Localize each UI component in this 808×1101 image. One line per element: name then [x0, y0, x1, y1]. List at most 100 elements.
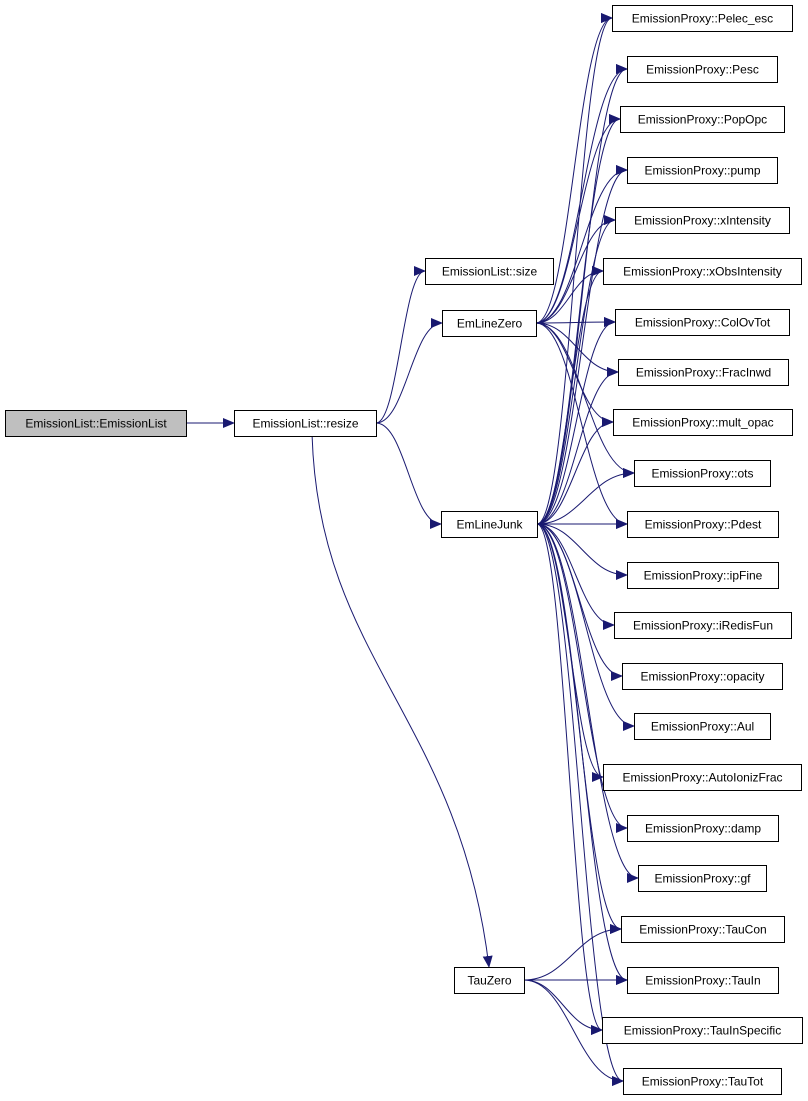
node-label-pelec_esc: EmissionProxy::Pelec_esc — [632, 12, 773, 26]
node-box-colovtot — [615, 309, 790, 336]
node-box-tautot — [623, 1068, 782, 1095]
node-emlinejunk[interactable]: EmLineJunk — [441, 511, 538, 538]
node-label-tauin: EmissionProxy::TauIn — [645, 974, 760, 988]
node-mult_opac[interactable]: EmissionProxy::mult_opac — [613, 409, 793, 436]
node-pelec_esc[interactable]: EmissionProxy::Pelec_esc — [612, 5, 793, 32]
node-label-resize: EmissionList::resize — [252, 417, 358, 431]
edge-emlinejunk-to-tautot — [536, 523, 624, 1086]
node-label-autoionizfrac: EmissionProxy::AutoIonizFrac — [622, 771, 782, 785]
node-iredisfun[interactable]: EmissionProxy::iRedisFun — [614, 612, 792, 639]
node-label-opacity: EmissionProxy::opacity — [640, 670, 764, 684]
node-label-mult_opac: EmissionProxy::mult_opac — [632, 416, 773, 430]
node-xobsintensity[interactable]: EmissionProxy::xObsIntensity — [603, 258, 802, 285]
node-box-emlinejunk — [441, 511, 538, 538]
node-pump[interactable]: EmissionProxy::pump — [627, 157, 778, 184]
edge-emlinejunk-to-aul — [536, 523, 635, 731]
node-autoionizfrac[interactable]: EmissionProxy::AutoIonizFrac — [603, 764, 802, 791]
node-resize[interactable]: EmissionList::resize — [234, 410, 377, 437]
node-box-ipfine — [627, 562, 779, 589]
edge-emlinejunk-to-pump — [536, 165, 628, 525]
node-ots[interactable]: EmissionProxy::ots — [634, 460, 771, 487]
node-box-tauin — [627, 967, 779, 994]
node-opacity[interactable]: EmissionProxy::opacity — [622, 663, 783, 690]
node-box-autoionizfrac — [603, 764, 802, 791]
node-box-popopc — [620, 106, 785, 133]
node-box-root — [5, 410, 187, 437]
edge-emlinejunk-to-fracinwd — [536, 367, 619, 525]
edge-emlinejunk-to-tauin — [536, 523, 628, 985]
node-tauzero[interactable]: TauZero — [454, 967, 525, 994]
node-root[interactable]: EmissionList::EmissionList — [5, 410, 187, 437]
node-box-pesc — [627, 56, 778, 83]
node-label-ots: EmissionProxy::ots — [651, 467, 753, 481]
node-pdest[interactable]: EmissionProxy::Pdest — [627, 511, 779, 538]
node-label-taucon: EmissionProxy::TauCon — [639, 923, 766, 937]
edge-tauzero-to-tautot — [523, 979, 624, 1086]
node-box-aul — [634, 713, 771, 740]
edge-resize-to-tauzero — [311, 435, 493, 968]
node-label-colovtot: EmissionProxy::ColOvTot — [635, 316, 771, 330]
edge-resize-to-emlinezero — [375, 318, 443, 424]
node-pesc[interactable]: EmissionProxy::Pesc — [627, 56, 778, 83]
edge-emlinejunk-to-xobsintensity — [536, 266, 604, 525]
node-box-xintensity — [615, 207, 790, 234]
node-box-pdest — [627, 511, 779, 538]
node-label-popopc: EmissionProxy::PopOpc — [638, 113, 767, 127]
node-gf[interactable]: EmissionProxy::gf — [638, 865, 767, 892]
node-fracinwd[interactable]: EmissionProxy::FracInwd — [618, 359, 789, 386]
node-label-pdest: EmissionProxy::Pdest — [645, 518, 762, 532]
node-box-ots — [634, 460, 771, 487]
edge-emlinejunk-to-ipfine — [536, 523, 628, 580]
node-label-pump: EmissionProxy::pump — [644, 164, 760, 178]
nodes-layer: EmissionList::EmissionList EmissionList::… — [5, 5, 803, 1095]
node-box-taucon — [621, 916, 785, 943]
edge-tauzero-to-tauinspecific — [523, 979, 603, 1035]
edge-emlinezero-to-pdest — [535, 322, 628, 529]
node-xintensity[interactable]: EmissionProxy::xIntensity — [615, 207, 790, 234]
edge-resize-to-emlinejunk — [375, 422, 442, 529]
edge-emlinezero-to-ots — [535, 322, 635, 478]
node-label-aul: EmissionProxy::Aul — [651, 720, 754, 734]
node-aul[interactable]: EmissionProxy::Aul — [634, 713, 771, 740]
node-label-tauinspecific: EmissionProxy::TauInSpecific — [624, 1024, 781, 1038]
node-popopc[interactable]: EmissionProxy::PopOpc — [620, 106, 785, 133]
node-size[interactable]: EmissionList::size — [425, 258, 554, 285]
node-box-tauzero — [454, 967, 525, 994]
node-label-xintensity: EmissionProxy::xIntensity — [634, 214, 771, 228]
node-tauin[interactable]: EmissionProxy::TauIn — [627, 967, 779, 994]
node-label-ipfine: EmissionProxy::ipFine — [644, 569, 763, 583]
node-ipfine[interactable]: EmissionProxy::ipFine — [627, 562, 779, 589]
node-label-root: EmissionList::EmissionList — [25, 417, 167, 431]
node-label-pesc: EmissionProxy::Pesc — [646, 63, 759, 77]
node-label-emlinezero: EmLineZero — [457, 317, 523, 331]
node-label-tauzero: TauZero — [467, 974, 511, 988]
edge-emlinejunk-to-ots — [536, 468, 635, 525]
node-tauinspecific[interactable]: EmissionProxy::TauInSpecific — [602, 1017, 803, 1044]
node-label-xobsintensity: EmissionProxy::xObsIntensity — [623, 265, 782, 279]
node-label-size: EmissionList::size — [442, 265, 538, 279]
node-label-gf: EmissionProxy::gf — [654, 872, 751, 886]
edge-emlinejunk-to-xintensity — [536, 215, 616, 525]
node-label-damp: EmissionProxy::damp — [645, 822, 761, 836]
node-taucon[interactable]: EmissionProxy::TauCon — [621, 916, 785, 943]
node-colovtot[interactable]: EmissionProxy::ColOvTot — [615, 309, 790, 336]
node-tautot[interactable]: EmissionProxy::TauTot — [623, 1068, 782, 1095]
node-box-iredisfun — [614, 612, 792, 639]
node-box-fracinwd — [618, 359, 789, 386]
edge-emlinejunk-to-popopc — [536, 114, 621, 525]
node-box-size — [425, 258, 554, 285]
edge-emlinejunk-to-mult_opac — [536, 417, 614, 525]
node-box-gf — [638, 865, 767, 892]
edge-emlinezero-to-mult_opac — [535, 322, 614, 427]
node-damp[interactable]: EmissionProxy::damp — [627, 815, 779, 842]
edge-emlinejunk-to-damp — [536, 523, 628, 833]
node-box-pelec_esc — [612, 5, 793, 32]
node-emlinezero[interactable]: EmLineZero — [442, 310, 537, 337]
edge-resize-to-size — [375, 266, 426, 424]
edge-emlinejunk-to-tauinspecific — [536, 523, 603, 1035]
edges-layer — [186, 13, 639, 1086]
node-label-emlinejunk: EmLineJunk — [456, 518, 523, 532]
edge-emlinezero-to-fracinwd — [535, 322, 619, 377]
node-box-mult_opac — [613, 409, 793, 436]
edge-emlinezero-to-pelec_esc — [535, 13, 613, 324]
